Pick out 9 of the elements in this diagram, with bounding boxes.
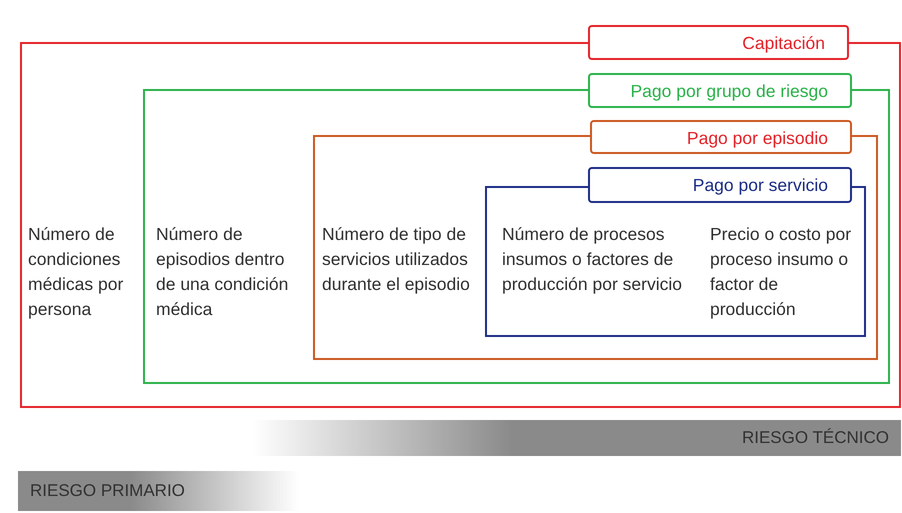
header-tab: Capitación bbox=[588, 25, 849, 60]
description-text: Número de procesos insumos o factores de producción por servicio bbox=[502, 223, 683, 296]
description-text: Número de condiciones médicas por persona bbox=[28, 223, 124, 321]
header-tab: Pago por episodio bbox=[590, 120, 852, 154]
description-text: Precio o costo por proceso insumo o factor de producción bbox=[710, 223, 852, 321]
header-tab: Pago por servicio bbox=[588, 167, 852, 203]
header-tab: Pago por grupo de riesgo bbox=[588, 73, 852, 108]
description-text: Número de episodios dentro de una condición médica bbox=[156, 223, 290, 321]
description-text: Número de tipo de servicios utilizados durante el episodio bbox=[322, 223, 471, 296]
